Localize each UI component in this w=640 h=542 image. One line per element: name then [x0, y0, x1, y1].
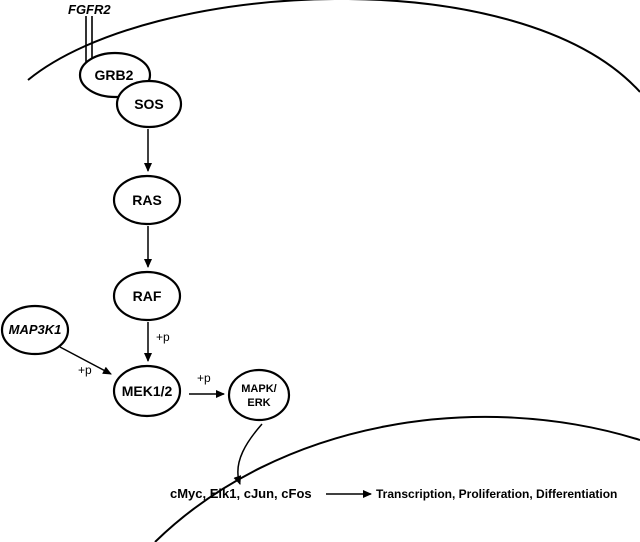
raf-node: [112, 270, 182, 322]
phospho-mek-mapk-label: +p: [197, 371, 211, 385]
ras-node: [112, 174, 182, 226]
map3k1-node: [0, 304, 70, 356]
cell-membrane: [27, 0, 640, 93]
nuclear-membrane: [154, 415, 640, 542]
phospho-raf-mek-label: +p: [156, 330, 170, 344]
ras-label: RAS: [132, 192, 162, 208]
transcription-factors-label: cMyc, Elk1, cJun, cFos: [170, 486, 312, 501]
mapk-label-line2: ERK: [247, 397, 270, 409]
mapk-erk-node: [227, 368, 291, 422]
outcome-label: Transcription, Proliferation, Differenti…: [376, 487, 617, 501]
mek-node: [112, 364, 182, 418]
mek-label: MEK1/2: [122, 383, 173, 399]
sos-label: SOS: [134, 96, 164, 112]
arrow-mapk-nucleus: [233, 423, 263, 485]
fgfr2-label: FGFR2: [68, 2, 111, 17]
raf-label: RAF: [133, 288, 162, 304]
sos-node: [115, 79, 183, 129]
arrow-map3k1-mek: [59, 346, 112, 375]
grb2-label: GRB2: [95, 67, 134, 83]
map3k1-label: MAP3K1: [9, 322, 62, 337]
phospho-map3k1-mek-label: +p: [78, 363, 92, 377]
mapk-label-line1: MAPK/: [241, 383, 276, 395]
